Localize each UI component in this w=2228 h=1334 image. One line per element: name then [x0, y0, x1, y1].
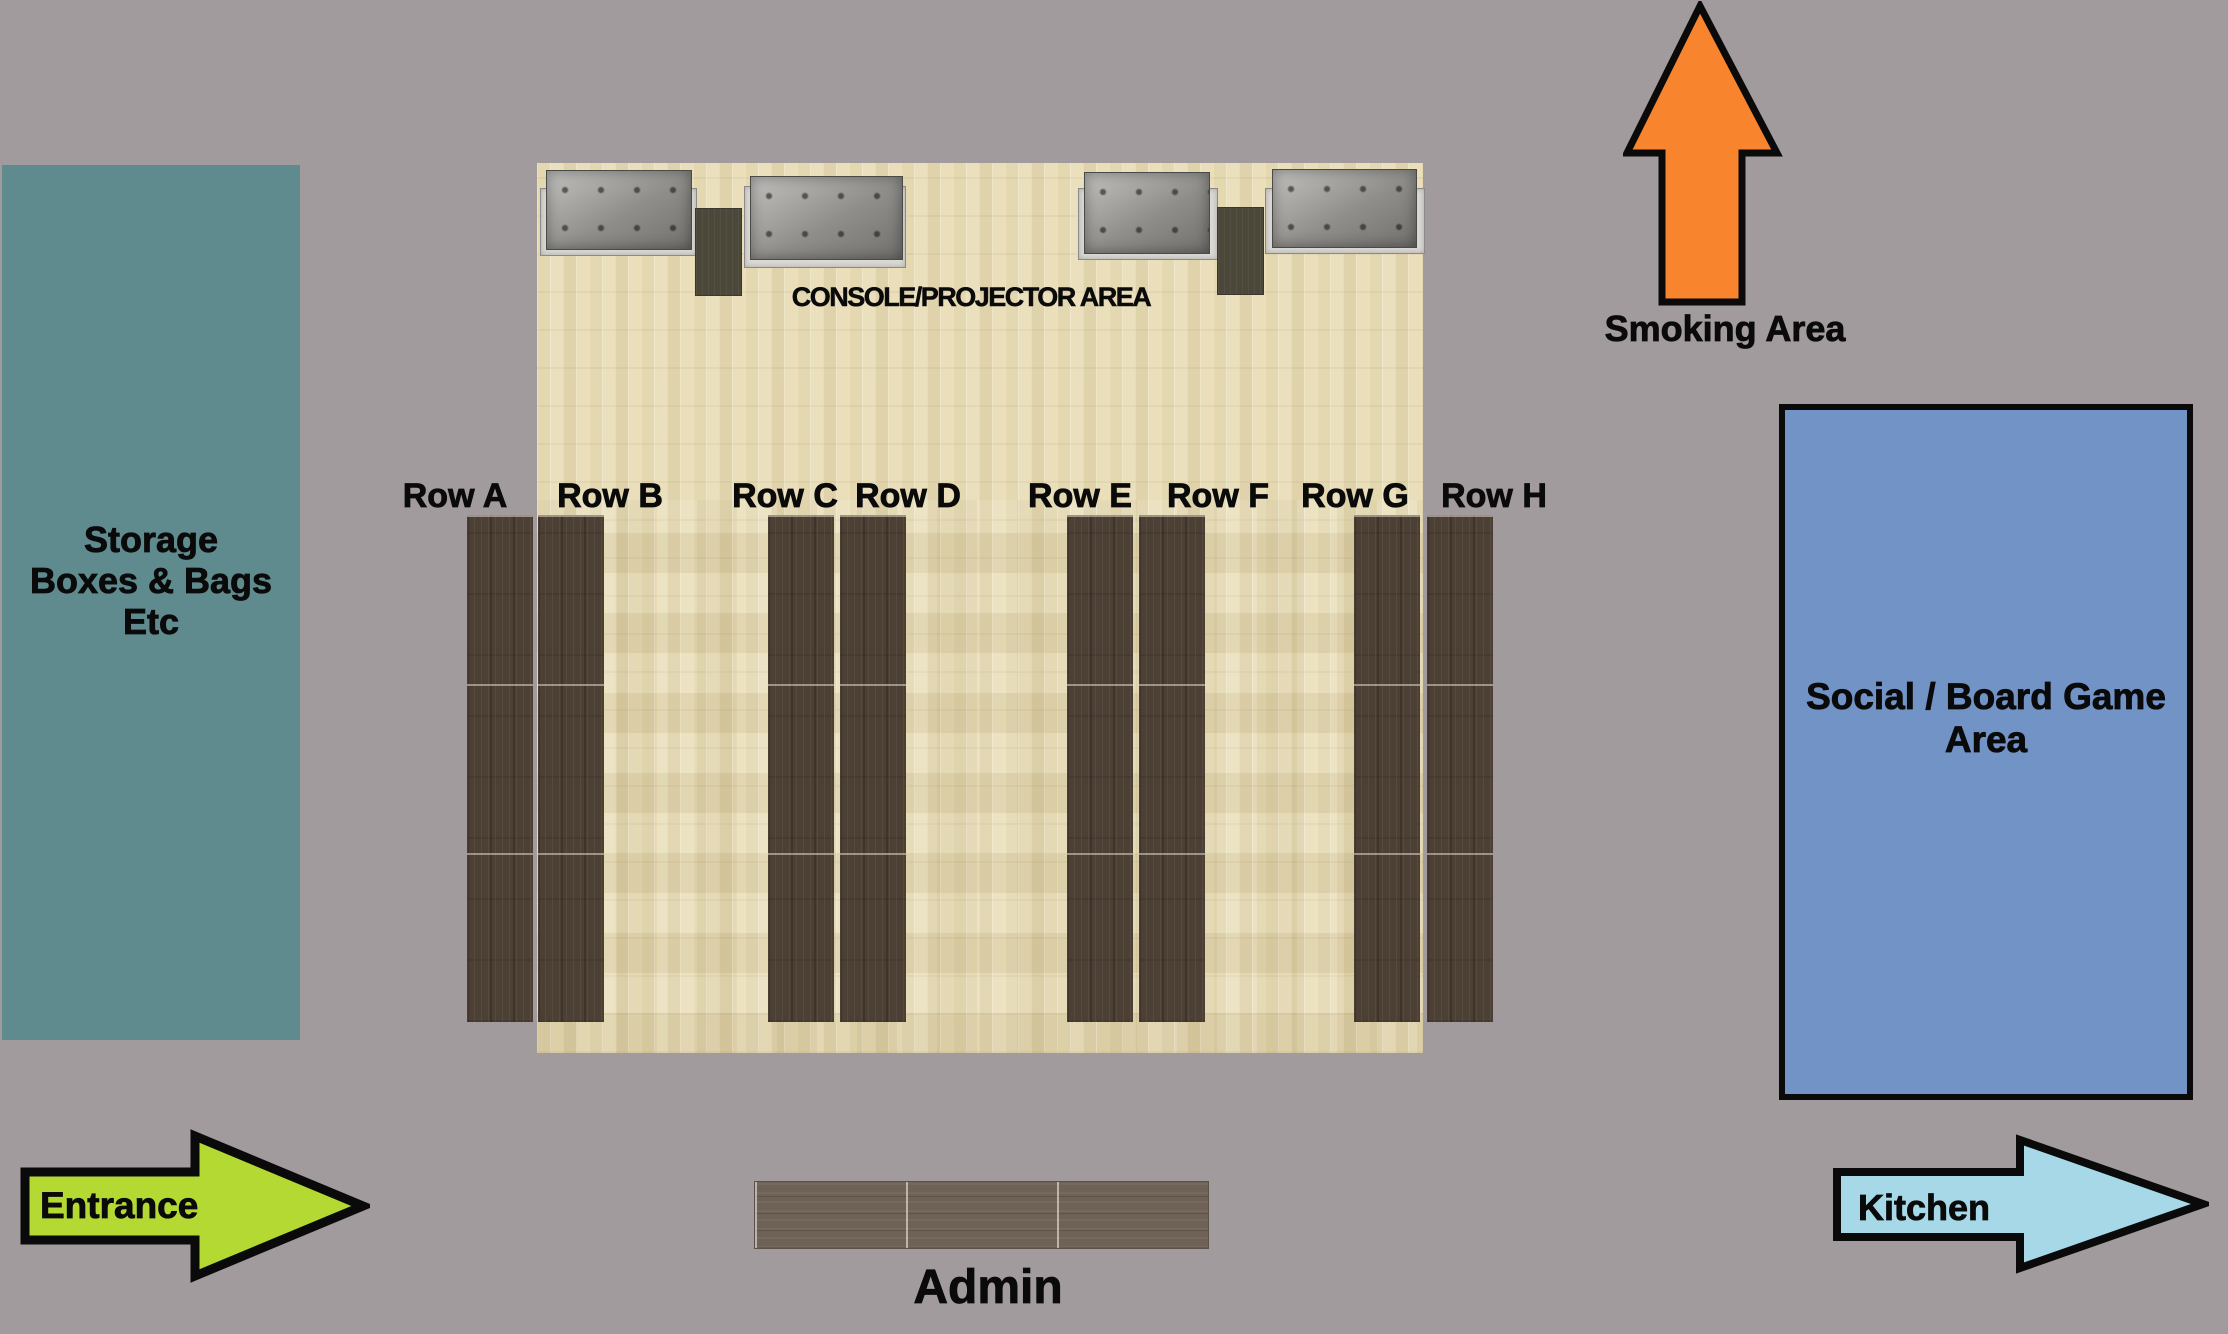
row-table-g	[1354, 515, 1420, 1022]
entrance-arrow-icon	[20, 1129, 370, 1283]
row-table-f	[1139, 515, 1205, 1022]
kitchen-label: Kitchen	[1858, 1187, 1991, 1229]
smoking-area-label: Smoking Area	[1604, 308, 1846, 350]
console-side-table	[695, 208, 742, 296]
row-table-d	[840, 515, 906, 1022]
social-board-game-zone: Social / Board Game Area	[1779, 404, 2193, 1100]
row-table-a	[467, 515, 533, 1022]
main-floor	[537, 163, 1423, 1053]
row-label-a: Row A	[402, 477, 508, 516]
admin-table	[754, 1181, 1209, 1249]
entrance-label: Entrance	[40, 1185, 199, 1227]
sofa	[750, 176, 903, 260]
social-zone-label: Social / Board Game Area	[1806, 676, 2167, 761]
storage-zone: Storage Boxes & Bags Etc	[2, 165, 300, 1040]
admin-label: Admin	[913, 1261, 1063, 1315]
row-table-h	[1427, 515, 1493, 1022]
sofa	[1084, 172, 1210, 254]
row-label-c: Row C	[732, 477, 839, 516]
row-label-f: Row F	[1167, 477, 1270, 516]
console-side-table	[1217, 207, 1264, 295]
row-label-d: Row D	[855, 477, 962, 516]
console-projector-label: CONSOLE/PROJECTOR AREA	[791, 282, 1152, 313]
parquet-texture	[537, 500, 1423, 1053]
row-label-g: Row G	[1301, 477, 1409, 516]
row-table-e	[1067, 515, 1133, 1022]
row-label-b: Row B	[557, 477, 664, 516]
smoking-area-arrow-icon	[1623, 1, 1783, 306]
row-table-b	[538, 515, 604, 1022]
sofa	[546, 170, 692, 250]
row-table-c	[768, 515, 834, 1022]
row-label-h: Row H	[1441, 477, 1548, 516]
sofa	[1272, 169, 1417, 248]
row-label-e: Row E	[1028, 477, 1133, 516]
kitchen-arrow-icon	[1833, 1134, 2209, 1274]
storage-zone-label: Storage Boxes & Bags Etc	[29, 519, 273, 643]
